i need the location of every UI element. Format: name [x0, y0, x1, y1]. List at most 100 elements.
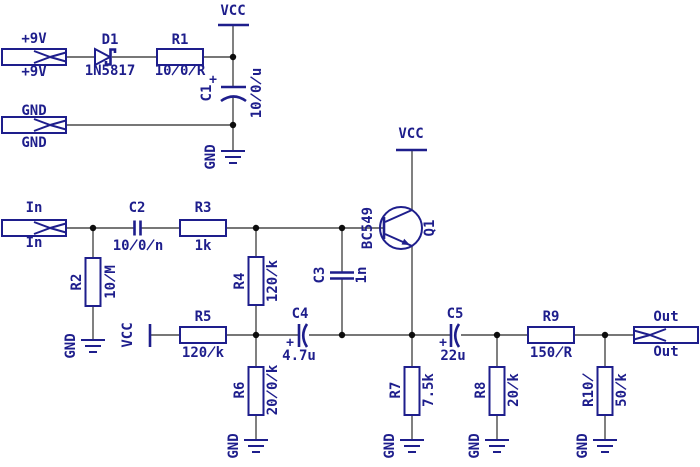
R2-ref-label: R2 [69, 274, 85, 291]
ground-symbol-r6: GND [226, 433, 268, 459]
resistor-R1: R1 10̸0̸R [155, 32, 206, 79]
connector-pin-body [633, 326, 699, 344]
resistor-R6: R6 20̸0̸k [232, 364, 281, 416]
ground-icon [485, 439, 509, 453]
connector-9v: +9V +9V [1, 31, 67, 80]
ground-icon [593, 439, 617, 453]
Q1-ref-label: Q1 [422, 220, 438, 237]
Q1-value-label: BC549 [360, 207, 376, 249]
R7-ref-label: R7 [388, 382, 404, 399]
junction-dots [89, 53, 609, 339]
R8-ref-label: R8 [473, 382, 489, 399]
resistor-R4: R4 120̸k [232, 256, 281, 306]
C4-value-label: 4.7u [282, 348, 316, 364]
C3-ref-label: C3 [312, 267, 328, 284]
cap-curved-plate-icon [301, 323, 309, 348]
resistor-body [247, 366, 265, 416]
gnd-label: GND [203, 144, 219, 169]
C5-ref-label: C5 [447, 306, 464, 322]
emitter-arrow-icon [401, 238, 410, 245]
polarity-plus: + [439, 336, 447, 351]
R7-value-label: 7.5k [421, 373, 437, 407]
ground-icon [81, 339, 105, 353]
diode-triangle-icon [94, 47, 113, 67]
R4-ref-label: R4 [232, 273, 248, 290]
gnd-label: GND [63, 333, 79, 358]
resistor-body [403, 366, 421, 416]
D1-ref-label: D1 [102, 32, 119, 48]
C4-ref-label: C4 [292, 306, 309, 322]
connector-in-label-bottom: In [26, 235, 43, 251]
D1-value-label: 1N5817 [85, 63, 136, 79]
connector-out-label-bottom: Out [653, 344, 678, 360]
connector-out-label-top: Out [653, 309, 678, 325]
ground-symbol-r7: GND [382, 433, 424, 459]
R3-value-label: 1k [195, 238, 212, 254]
resistor-R3: R3 1k [179, 200, 227, 254]
R8-value-label: 20̸k [506, 373, 522, 407]
connector-pin-body [1, 48, 67, 66]
C2-value-label: 10̸0̸n [113, 238, 164, 254]
R3-ref-label: R3 [195, 200, 212, 216]
vcc-symbol-top: VCC [218, 3, 249, 27]
C3-value-label: 1n [354, 267, 370, 284]
wire-segments [66, 25, 634, 440]
R9-value-label: 150̸R [530, 345, 573, 361]
connector-9v-label-top: +9V [21, 31, 47, 47]
resistor-body [527, 326, 575, 344]
resistor-R7: R7 7.5k [388, 366, 437, 416]
resistor-R5: R5 120̸k [179, 309, 227, 361]
vcc-symbol-mid: VCC [120, 322, 152, 348]
junction-dot [338, 224, 346, 232]
capacitor-C2: C2 10̸0̸n [113, 200, 164, 254]
R5-value-label: 120̸k [182, 345, 225, 361]
junction-dot [601, 331, 609, 339]
diode-D1: D1 1N5817 [85, 32, 136, 79]
vcc-symbol-q1: VCC [396, 126, 427, 152]
connector-gnd: GND GND [1, 103, 67, 151]
resistor-R8: R8 20̸k [473, 366, 522, 416]
C2-ref-label: C2 [129, 200, 146, 216]
junction-dot [493, 331, 501, 339]
capacitor-C1: + C1 10̸0̸u [199, 68, 265, 119]
gnd-label: GND [467, 433, 483, 458]
connector-pin-body [1, 219, 67, 237]
vcc-label: VCC [398, 126, 423, 142]
resistor-body [156, 48, 204, 66]
resistor-body [247, 256, 265, 306]
gnd-label: GND [226, 433, 242, 458]
connector-gnd-label-bottom: GND [21, 135, 46, 151]
R2-value-label: 10̸M [103, 265, 119, 299]
junction-dot [252, 331, 260, 339]
schottky-cathode-icon [104, 48, 117, 66]
connector-out: Out Out [633, 309, 699, 360]
resistor-body [179, 219, 227, 237]
polarity-plus: + [286, 336, 294, 351]
ground-icon [400, 439, 424, 453]
junction-dot [229, 121, 237, 129]
ground-icon [244, 439, 268, 453]
resistor-body [179, 326, 227, 344]
connector-pin-body [1, 116, 67, 134]
R10-ref-label: R10̸ [581, 373, 597, 407]
C5-value-label: 22u [440, 348, 465, 364]
connector-in-label-top: In [26, 200, 43, 216]
cap-plates-icon [133, 220, 142, 236]
resistor-R10: R10̸ 50̸k [581, 366, 630, 416]
resistor-R2: R2 10̸M [69, 257, 119, 307]
cap-curved-plate-icon [453, 323, 461, 348]
ground-symbol-r2: GND [63, 333, 105, 359]
resistor-body [488, 366, 506, 416]
R6-ref-label: R6 [232, 382, 248, 399]
ground-icon [221, 150, 245, 164]
junction-dot [408, 331, 416, 339]
cap-curved-plate-icon [220, 95, 247, 103]
transistor-collector-icon [384, 209, 413, 223]
ground-symbol-r8: GND [467, 433, 509, 459]
C1-value-label: 10̸0̸u [249, 68, 265, 119]
connector-chevron-icon [633, 328, 667, 342]
ground-symbol-r10: GND [575, 433, 617, 459]
vcc-label: VCC [120, 322, 136, 347]
transistor-Q1: BC549 Q1 [360, 206, 438, 250]
